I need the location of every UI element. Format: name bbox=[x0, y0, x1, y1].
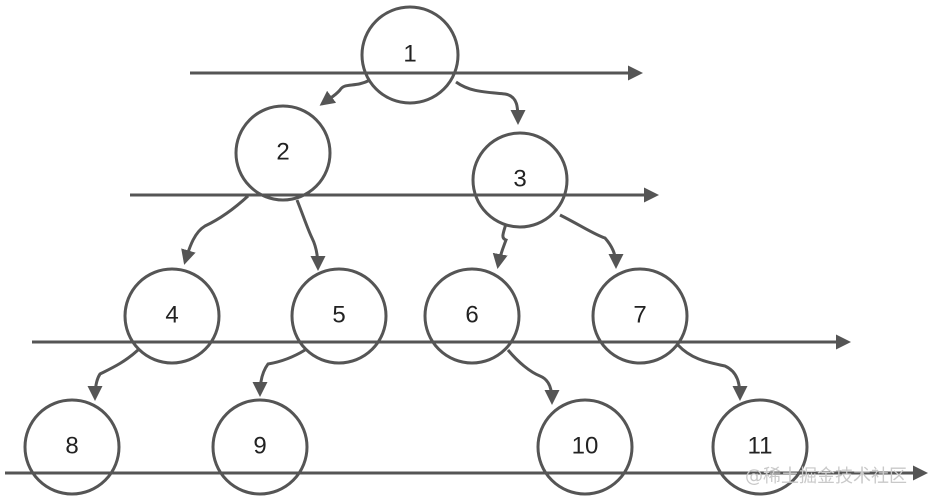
tree-node-label: 2 bbox=[276, 138, 289, 165]
tree-node-label: 3 bbox=[513, 165, 526, 192]
tree-node-label: 1 bbox=[403, 40, 416, 67]
tree-node-5: 5 bbox=[290, 267, 388, 365]
tree-node-label: 4 bbox=[165, 301, 178, 328]
tree-node-label: 10 bbox=[572, 432, 599, 459]
tree-node-label: 6 bbox=[465, 301, 478, 328]
tree-node-label: 9 bbox=[253, 432, 266, 459]
tree-node-9: 9 bbox=[211, 398, 309, 496]
tree-node-11: 11 bbox=[711, 398, 809, 496]
tree-node-1: 1 bbox=[360, 5, 460, 105]
edge-3-6 bbox=[492, 219, 509, 269]
tree-node-label: 7 bbox=[633, 301, 646, 328]
tree-node-3: 3 bbox=[471, 131, 569, 229]
edge-6-10 bbox=[506, 349, 560, 405]
edge-1-3 bbox=[455, 80, 526, 125]
edge-1-2 bbox=[319, 78, 371, 106]
tree-node-8: 8 bbox=[23, 398, 121, 496]
edges-group bbox=[87, 78, 748, 405]
edge-7-11 bbox=[676, 343, 748, 401]
edge-3-7 bbox=[559, 213, 624, 269]
tree-node-2: 2 bbox=[234, 104, 332, 202]
level-arrows-group bbox=[5, 65, 928, 481]
tree-node-label: 8 bbox=[65, 432, 78, 459]
tree-node-4: 4 bbox=[123, 267, 221, 365]
tree-node-label: 11 bbox=[748, 432, 773, 459]
watermark-text: @稀土掘金技术社区 bbox=[745, 466, 907, 487]
nodes-group: 1 2 3 4 5 6 7 8 bbox=[23, 5, 809, 496]
tree-node-10: 10 bbox=[536, 398, 634, 496]
edge-4-8 bbox=[87, 348, 140, 401]
tree-node-6: 6 bbox=[423, 267, 521, 365]
edge-5-9 bbox=[252, 348, 306, 397]
edge-2-5 bbox=[295, 199, 326, 271]
tree-node-label: 5 bbox=[332, 301, 345, 328]
edge-2-4 bbox=[181, 194, 250, 265]
tree-node-7: 7 bbox=[591, 267, 689, 365]
